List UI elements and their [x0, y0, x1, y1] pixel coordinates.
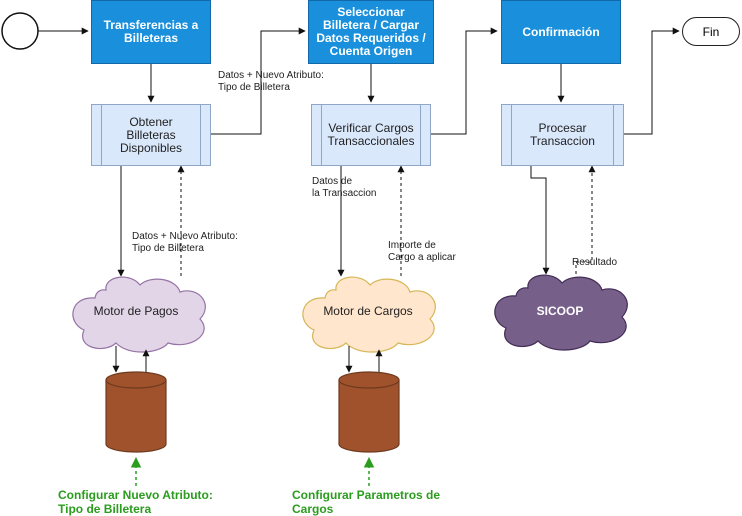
seleccionar-box[interactable]: Seleccionar Billetera / Cargar Datos Req…	[308, 0, 434, 64]
edge-sicoop-process	[575, 165, 596, 274]
cloud-sicoop	[494, 274, 628, 351]
transferencias-label: Transferencias a Billeteras	[103, 18, 199, 45]
motor-pagos-label: Motor de Pagos	[93, 304, 179, 318]
seleccionar-label: Seleccionar Billetera / Cargar Datos Req…	[316, 5, 426, 58]
edge-verify-confirm	[431, 27, 498, 135]
fin-label: Fin	[702, 24, 720, 39]
edge-label-datos-mid: Datos + Nuevo Atributo: Tipo de Billeter…	[132, 231, 238, 254]
fin-terminator[interactable]: Fin	[682, 17, 740, 46]
motor-cargos-label: Motor de Cargos	[323, 304, 413, 318]
confirmacion-label: Confirmación	[522, 24, 600, 39]
edge-label-datos-transaccion: Datos de la Transaccion	[312, 176, 377, 199]
start-node	[1, 12, 39, 50]
edge-process-fin	[624, 27, 680, 135]
edge-process-sicoop	[530, 166, 550, 275]
verificar-cargos-box[interactable]: Verificar Cargos Transaccionales	[311, 104, 431, 166]
transferencias-box[interactable]: Transferencias a Billeteras	[91, 0, 211, 64]
procesar-transaccion-box[interactable]: Procesar Transaccion	[501, 104, 624, 166]
edge-obtain-select	[211, 27, 306, 135]
confirmacion-box[interactable]: Confirmación	[501, 0, 621, 64]
cloud-motor-cargos	[302, 276, 436, 353]
verificar-label: Verificar Cargos Transaccionales	[327, 121, 415, 148]
config-atributo-note: Configurar Nuevo Atributo: Tipo de Bille…	[58, 488, 213, 516]
config-parametros-note: Configurar Parametros de Cargos	[292, 488, 441, 516]
cloud-motor-pagos	[72, 276, 206, 353]
database-cargos	[338, 371, 400, 453]
edge-label-importe: Importe de Cargo a aplicar	[388, 240, 456, 263]
edge-label-datos-top: Datos + Nuevo Atributo: Tipo de Billeter…	[218, 70, 324, 93]
database-pagos	[105, 371, 167, 453]
obtener-label: Obtener Billeteras Disponibles	[119, 114, 183, 155]
procesar-label: Procesar Transaccion	[530, 121, 595, 148]
obtener-billeteras-box[interactable]: Obtener Billeteras Disponibles	[91, 104, 211, 166]
edge-label-resultado: Resultado	[572, 257, 618, 268]
sicoop-label: SICOOP	[536, 304, 584, 318]
